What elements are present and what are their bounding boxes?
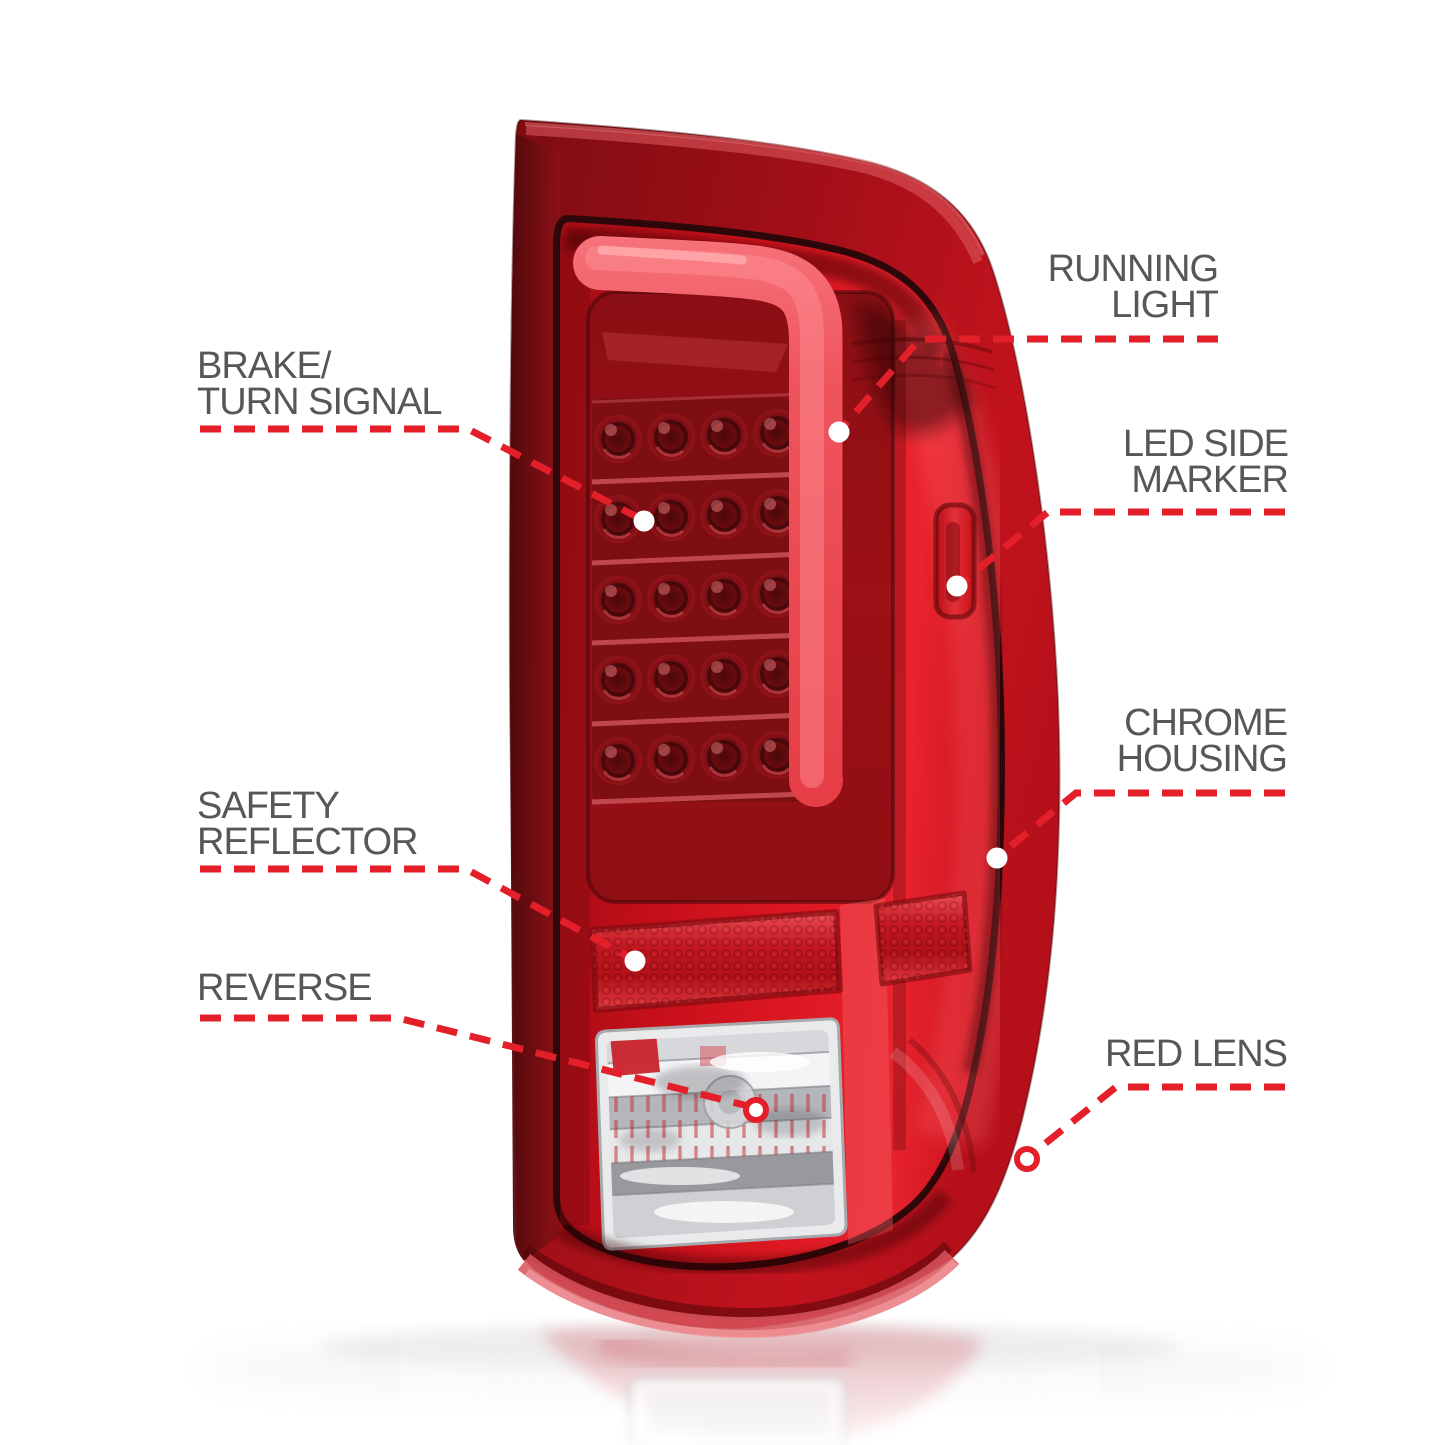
led-brake-array xyxy=(591,392,805,805)
leader-running-light xyxy=(838,335,1218,432)
label-safety-reflector: SAFETY REFLECTOR xyxy=(197,785,418,863)
top-bevel-highlight xyxy=(525,125,983,264)
leader-safety-reflector xyxy=(200,865,635,963)
window-shelf xyxy=(602,332,788,372)
label-led-side-marker: LED SIDE MARKER xyxy=(1122,423,1289,501)
safety-reflector-left xyxy=(589,909,843,1013)
safety-reflector-right xyxy=(873,890,973,987)
leader-chrome-housing xyxy=(997,789,1285,858)
dot-safety-reflector xyxy=(624,950,646,972)
bottom-inner-shadow xyxy=(556,1189,953,1276)
floor-reflection xyxy=(200,1324,1320,1445)
label-running-light: RUNNING LIGHT xyxy=(1047,248,1219,326)
leader-led-side-marker xyxy=(957,508,1285,587)
leader-red-lens xyxy=(1029,1083,1285,1157)
tail-light xyxy=(508,118,1061,1339)
dot-running-light xyxy=(828,421,850,443)
dot-led-side-marker xyxy=(946,575,968,597)
label-reverse: REVERSE xyxy=(197,967,373,1009)
label-chrome-housing: CHROME HOUSING xyxy=(1116,702,1288,780)
dot-brake-turn-signal xyxy=(633,510,655,532)
dot-reverse xyxy=(743,1097,769,1123)
bottom-dark-band xyxy=(522,1241,953,1321)
bottom-face-highlight xyxy=(524,1259,958,1339)
led-side-marker-slot xyxy=(933,502,977,620)
running-light-tube xyxy=(573,236,846,807)
top-edge-highlight xyxy=(524,122,985,256)
bottom-face xyxy=(517,1249,960,1338)
label-red-lens: RED LENS xyxy=(1104,1033,1288,1075)
housing-side-face xyxy=(509,134,560,1261)
dot-red-lens xyxy=(1014,1146,1040,1172)
lens-left-shadow xyxy=(560,235,590,1225)
label-brake-turn-signal: BRAKE/ TURN SIGNAL xyxy=(197,345,442,423)
reverse-lens xyxy=(594,1017,848,1251)
dot-chrome-housing xyxy=(986,847,1008,869)
